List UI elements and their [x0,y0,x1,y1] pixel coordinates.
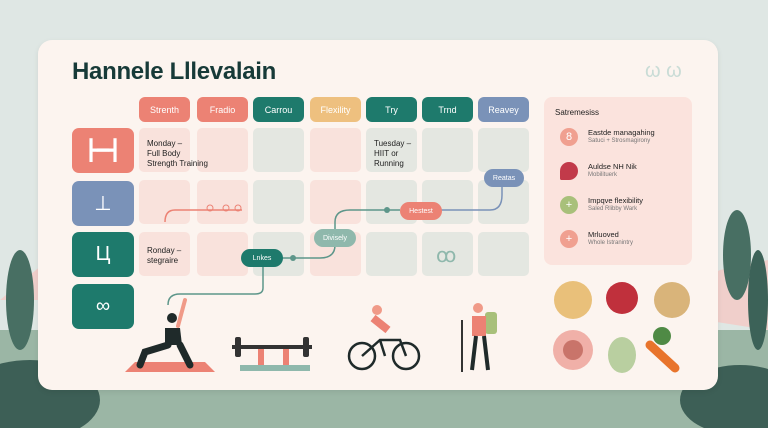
schedule-cell[interactable] [197,180,248,224]
goal-sub: Whole Istranintry [588,240,634,246]
schedule-cell[interactable] [422,128,473,172]
goal-title: Auldse NH Nik [588,162,637,171]
column-header-strength[interactable]: Strenth [139,97,190,122]
schedule-cell[interactable] [253,128,304,172]
svg-text:ꝏ: ꝏ [436,245,456,267]
cell-line: Monday – [147,139,183,148]
bench-icon[interactable]: ⊥ [72,181,134,226]
pill-rest[interactable]: Reatas [484,169,524,187]
schedule-cell[interactable] [197,128,248,172]
cyclist-illustration [347,305,421,371]
schedule-cell[interactable] [310,128,361,172]
goal-sub: Saled Rlibby Wark [588,206,638,212]
column-header-flexibility[interactable]: Flexility [310,97,361,122]
cell-line: Full Body [147,149,181,158]
rings-icon[interactable]: ∞ [72,284,134,329]
squat-rack-icon[interactable]: Ц [72,232,134,277]
plus-icon: + [560,196,578,214]
cell-monday-2[interactable]: Ronday –stegraire [147,246,181,266]
cell-line: stegraire [147,256,179,265]
badge-icon: 8 [560,128,578,146]
schedule-cell[interactable] [478,128,529,172]
schedule-cell[interactable] [422,232,473,276]
pill-hestest[interactable]: Hestest [400,202,442,220]
cell-line: HIIT or [374,149,399,158]
goal-sub: Satuci + Strosmagirony [588,138,651,144]
pill-lnkes[interactable]: Lnkes [241,249,283,267]
goal-title: Eastde managahing [588,128,655,137]
food-illustration [553,281,690,373]
page-title: Hannele Lllevalain [72,58,277,85]
yoga-woman-illustration [125,298,215,372]
column-header-cardio[interactable]: Fradio [197,97,248,122]
column-header-trnd[interactable]: Trnd [422,97,473,122]
pill-divisely[interactable]: Divisely [314,229,356,247]
column-header-try[interactable]: Try [366,97,417,122]
strawberry-icon [560,162,578,180]
schedule-cell[interactable] [197,232,248,276]
schedule-cell[interactable] [139,180,190,224]
cell-line: Ronday – [147,246,182,255]
schedule-cell[interactable] [478,232,529,276]
goal-title: Impqve flexibility [588,196,644,205]
goal-sub: Mobilituerk [588,172,618,178]
cell-line: Strength Training [147,159,208,168]
cell-line: Tuesday – [374,139,412,148]
column-header-carrou[interactable]: Carrou [253,97,304,122]
schedule-cell[interactable] [253,180,304,224]
barbell-illustration [232,337,312,371]
cell-line: Running [374,159,404,168]
logo-mark: ω ω [645,60,682,82]
schedule-cell[interactable] [366,232,417,276]
schedule-cell[interactable] [478,180,529,224]
plus-icon: + [560,230,578,248]
panel-title: Satremesiss [555,108,600,117]
dumbbell-icon[interactable]: ┣━┫ [72,128,134,173]
schedule-cell[interactable] [139,232,190,276]
schedule-cell[interactable] [139,128,190,172]
schedule-cell[interactable] [366,128,417,172]
hiker-illustration [461,303,497,372]
goal-title: Mrluoved [588,230,619,239]
column-header-recovery[interactable]: Reavey [478,97,529,122]
